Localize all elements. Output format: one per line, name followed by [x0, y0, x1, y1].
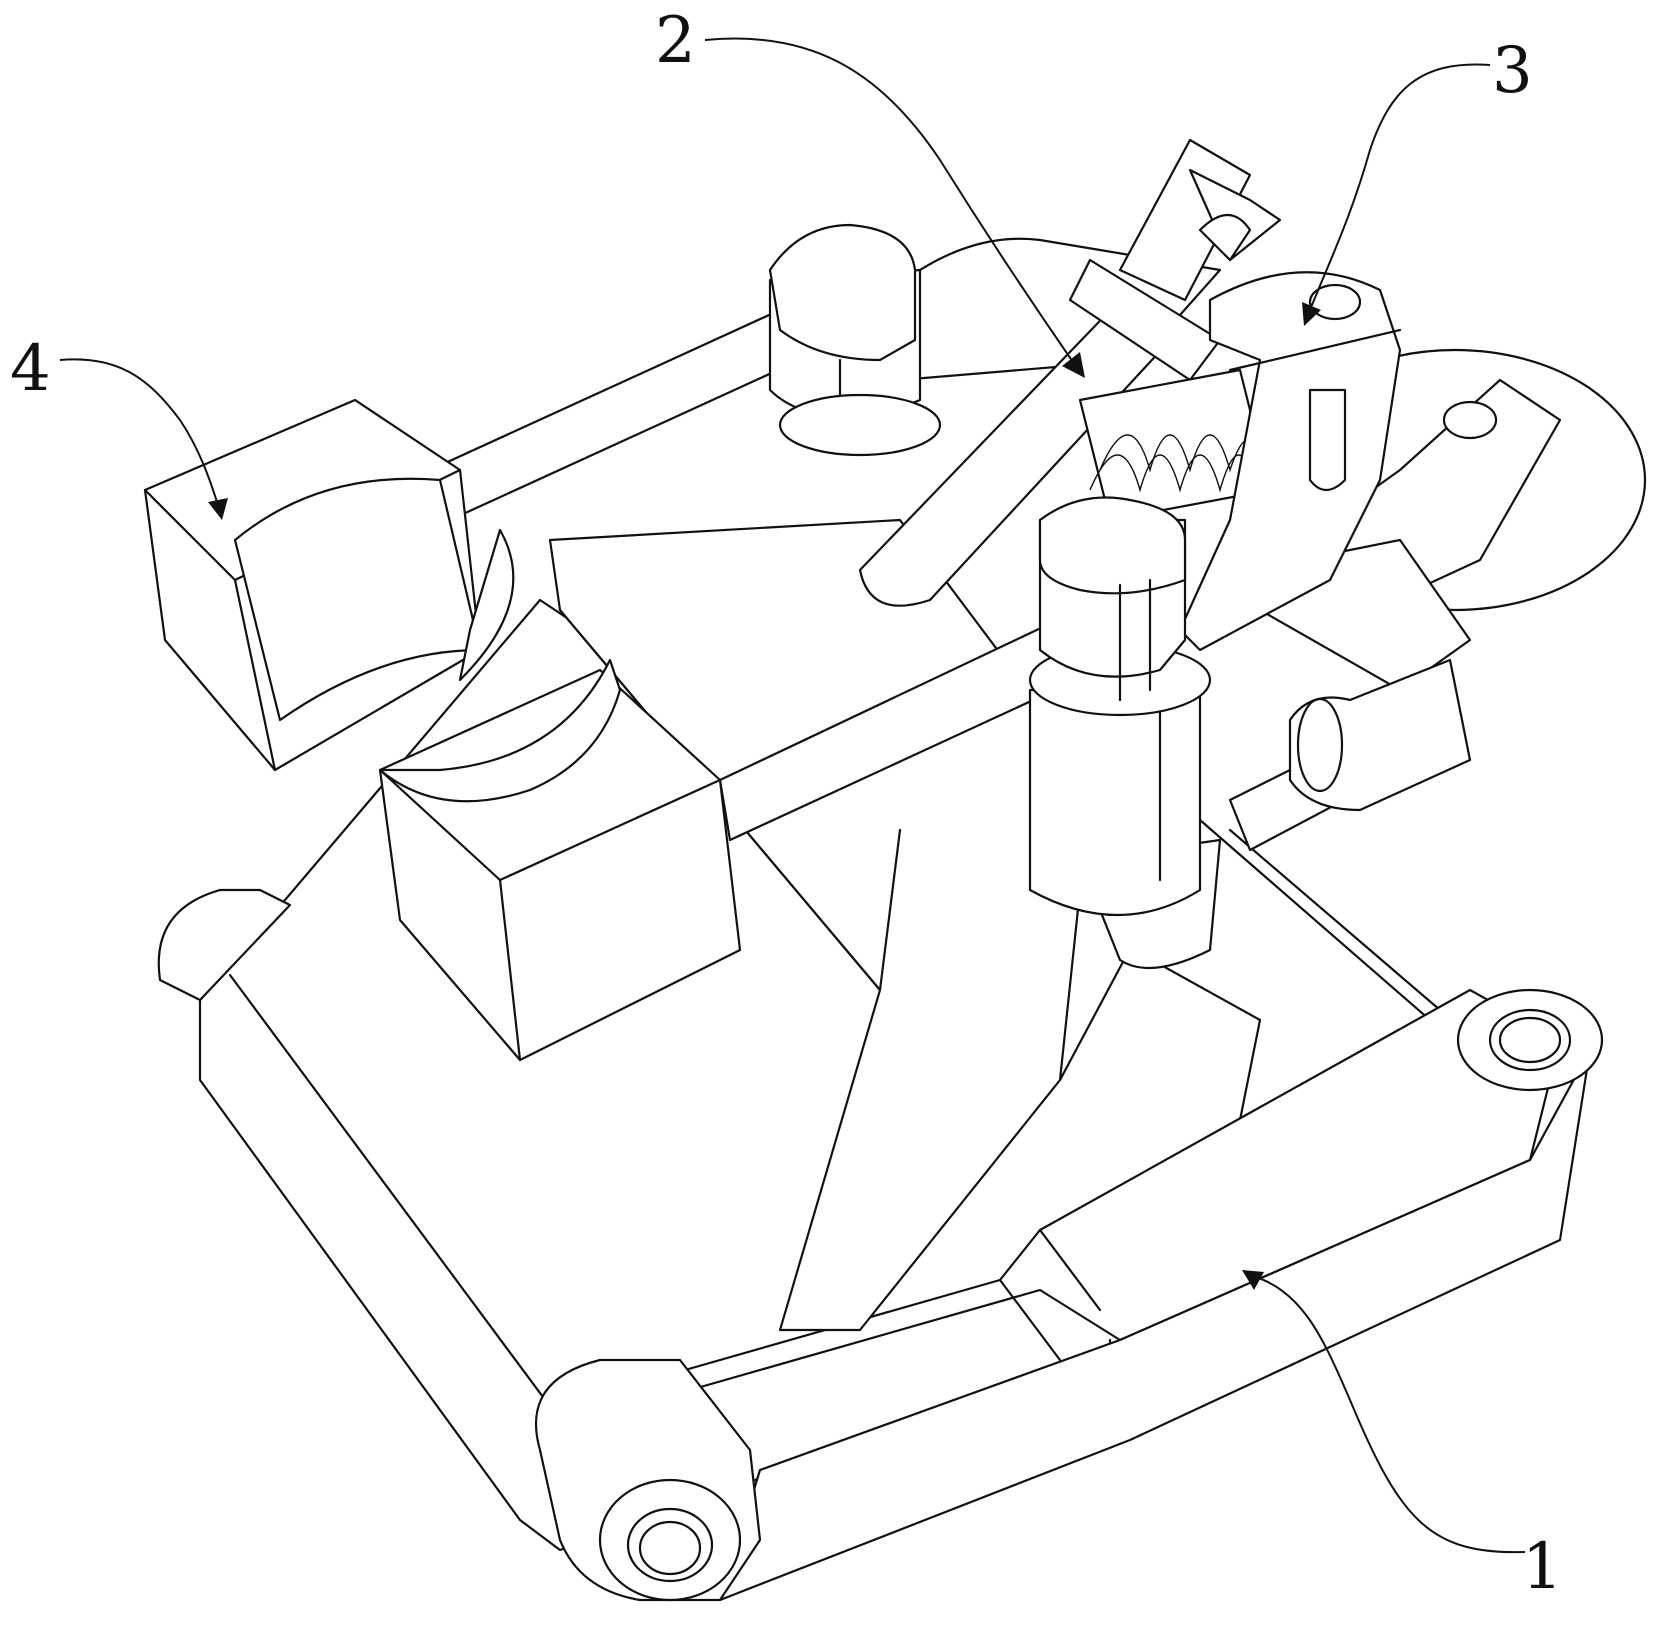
callout-label-1: 1 [1522, 1530, 1563, 1604]
leader-lines [59, 37, 1526, 1554]
callout-label-4: 4 [10, 332, 51, 406]
arrowhead-2 [1062, 352, 1085, 378]
callout-label-3: 3 [1492, 34, 1533, 108]
leader-line-2 [704, 37, 1076, 366]
arrowhead-3 [1302, 302, 1321, 326]
arrowhead-1 [1242, 1270, 1264, 1290]
leader-line-1 [1249, 1274, 1526, 1554]
callout-label-2: 2 [655, 4, 696, 78]
tilted-arm [858, 138, 1282, 607]
vertical-column [1028, 496, 1212, 917]
pivot-lever [1178, 271, 1402, 652]
arrowhead-4 [208, 498, 228, 520]
linkage-arm [535, 988, 1604, 1602]
leader-line-4 [59, 358, 219, 506]
clamp-jaws [143, 398, 742, 1062]
leader-line-3 [1309, 63, 1491, 311]
